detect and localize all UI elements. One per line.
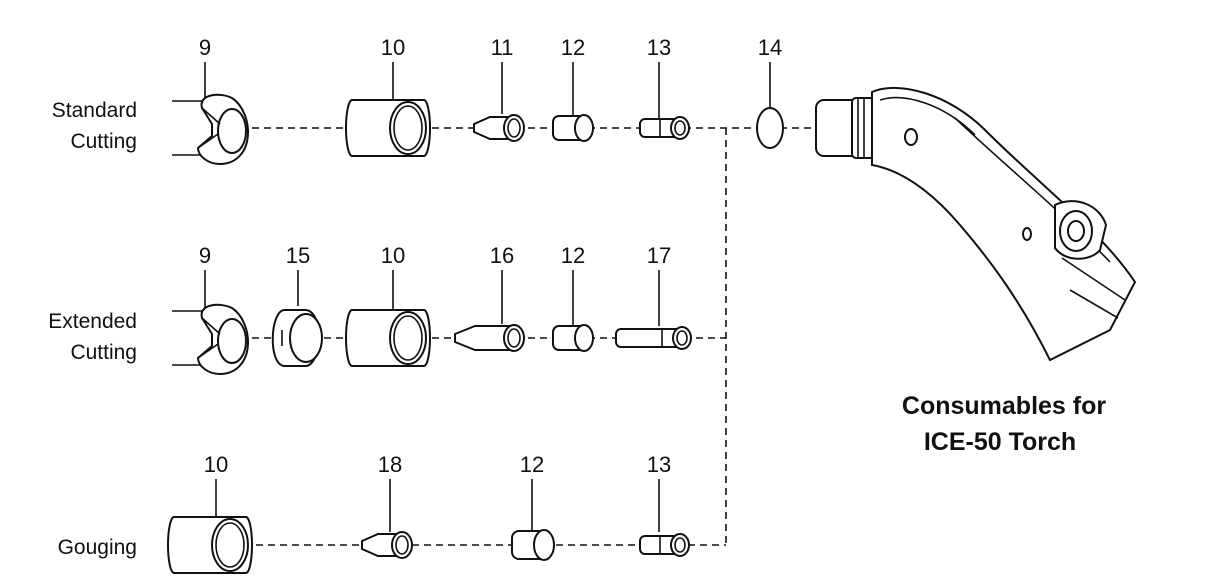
swirl-ring-12	[552, 324, 594, 352]
drag-shield-9	[171, 303, 249, 375]
part-number-label: 9	[199, 35, 211, 60]
tip-11	[473, 114, 525, 142]
gouging-tip-18	[361, 531, 413, 559]
electrode-13	[639, 533, 690, 557]
torch-head-illustration	[815, 86, 1137, 362]
row-label-gouging-line1: Gouging	[58, 536, 137, 559]
part-number-label: 12	[561, 243, 585, 268]
swirl-ring-12	[511, 529, 555, 561]
part-number-label: 13	[647, 452, 671, 477]
part-number-label: 12	[561, 35, 585, 60]
part-number-label: 14	[758, 35, 782, 60]
retaining-cup-10	[167, 516, 253, 574]
row-label-extended-line2: Cutting	[70, 341, 137, 364]
row-label-gouging: Gouging	[58, 536, 137, 559]
part-number-label: 10	[381, 35, 405, 60]
retaining-cup-10	[345, 99, 431, 157]
part-number-label: 18	[378, 452, 402, 477]
swirl-ring-12	[552, 114, 594, 142]
drag-shield-9	[171, 93, 249, 165]
retaining-cup-10	[345, 309, 431, 367]
spacer-ring-15	[271, 309, 323, 367]
part-number-label: 12	[520, 452, 544, 477]
row-label-extended-cutting: Extended Cutting	[48, 310, 137, 364]
part-number-label: 11	[491, 35, 514, 60]
extended-electrode-17	[615, 326, 692, 350]
row-label-standard-line2: Cutting	[70, 130, 137, 153]
part-number-label: 10	[204, 452, 228, 477]
part-number-label: 10	[381, 243, 405, 268]
diagram-title-line2: ICE-50 Torch	[924, 428, 1076, 456]
part-number-label: 9	[199, 243, 211, 268]
extended-tip-16	[454, 324, 525, 352]
row-label-extended-line1: Extended	[48, 310, 137, 333]
electrode-13	[639, 116, 690, 140]
part-number-label: 15	[286, 243, 310, 268]
part-number-label: 16	[490, 243, 514, 268]
diagram-title-line1: Consumables for	[902, 392, 1106, 420]
row-label-standard-cutting: Standard Cutting	[52, 99, 137, 153]
part-number-label: 17	[647, 243, 671, 268]
part-number-label: 13	[647, 35, 671, 60]
row-label-standard-line1: Standard	[52, 99, 137, 122]
o-ring-14	[756, 107, 784, 149]
